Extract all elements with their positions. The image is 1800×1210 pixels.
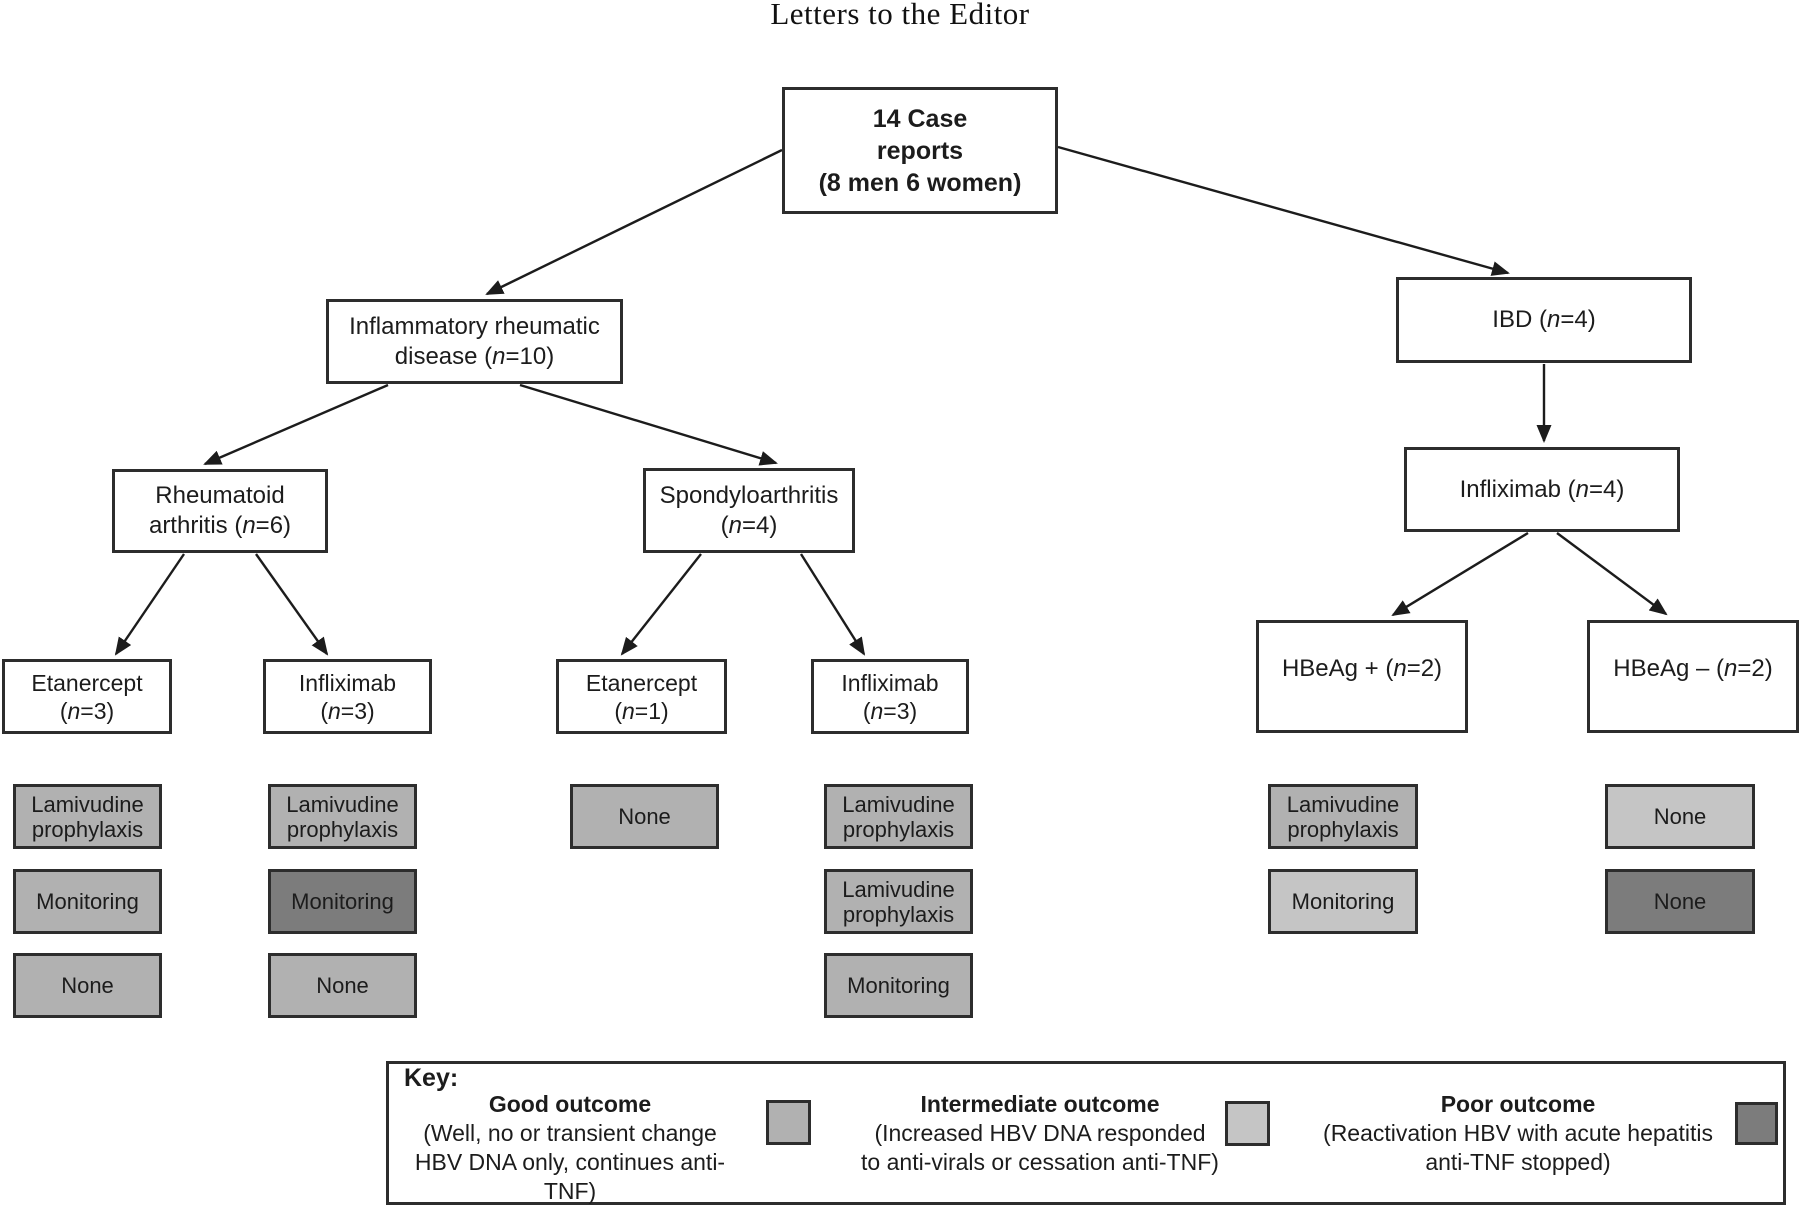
node-label-line: Infliximab: [298, 669, 397, 696]
node-infliximab-ra: Infliximab (n=3): [263, 659, 432, 734]
arrow-spa-to-infliximab: [799, 553, 866, 656]
outcome-box: None: [570, 784, 719, 849]
node-label-line: HBeAg – (n=2): [1613, 654, 1773, 682]
arrow-spa-to-etanercept: [620, 553, 702, 656]
node-rheumatoid-arthritis: Rheumatoid arthritis (n=6): [112, 469, 328, 553]
key-line: (Reactivation HBV with acute hepatitis: [1323, 1120, 1713, 1146]
key-heading-poor: Poor outcome: [1440, 1091, 1596, 1117]
node-label-line: (n=3): [59, 697, 115, 724]
node-label-line: Etanercept: [31, 669, 143, 696]
outcome-box: Monitoring: [824, 953, 973, 1018]
node-label-line: Spondyloarthritis: [659, 481, 839, 509]
key-heading-intermediate: Intermediate outcome: [920, 1091, 1160, 1117]
node-label-line: (n=3): [320, 697, 375, 724]
page-title: Letters to the Editor: [770, 0, 1030, 31]
node-label-line: (n=4): [720, 511, 778, 539]
node-label-line: arthritis (n=6): [148, 512, 292, 539]
arrow-inflammatory-to-spa: [519, 383, 778, 466]
node-label-line: Infliximab (n=4): [1459, 475, 1625, 503]
outcome-box: Lamivudine prophylaxis: [13, 784, 162, 849]
arrow-infliximab-to-hbeag-pos: [1391, 531, 1529, 617]
key-swatch-good: [766, 1100, 811, 1145]
key-swatch-intermediate: [1225, 1101, 1270, 1146]
node-label-line: Rheumatoid: [155, 482, 285, 509]
node-label-line: 14 Case: [872, 104, 968, 133]
node-label-line: Inflammatory rheumatic: [349, 312, 600, 340]
node-infliximab-ibd: Infliximab (n=4): [1404, 447, 1680, 532]
node-spondyloarthritis: Spondyloarthritis (n=4): [643, 468, 855, 553]
key-entry-poor: Poor outcome (Reactivation HBV with acut…: [1323, 1090, 1713, 1177]
node-label-line: (8 men 6 women): [818, 168, 1022, 197]
outcome-box: Monitoring: [13, 869, 162, 934]
outcome-box: None: [268, 953, 417, 1018]
outcome-box: Monitoring: [1268, 869, 1418, 934]
arrow-ra-to-infliximab: [255, 553, 329, 656]
key-line: HBV DNA only, continues anti-TNF): [414, 1149, 726, 1204]
node-label-line: Etanercept: [585, 669, 698, 696]
key-heading-good: Good outcome: [488, 1091, 652, 1117]
node-label-line: HBeAg + (n=2): [1281, 654, 1443, 682]
arrow-inflammatory-to-ra: [203, 383, 389, 466]
node-ibd: IBD (n=4): [1396, 277, 1692, 363]
outcome-box: Lamivudine prophylaxis: [824, 869, 973, 934]
key-entry-good: Good outcome (Well, no or transient chan…: [390, 1090, 750, 1206]
outcome-box: None: [13, 953, 162, 1018]
arrow-ra-to-etanercept: [114, 553, 185, 656]
node-etanercept-spa: Etanercept (n=1): [556, 659, 727, 734]
node-label-line: (n=1): [614, 697, 669, 724]
arrow-infliximab-to-hbeag-neg: [1556, 532, 1668, 616]
outcome-box: Lamivudine prophylaxis: [268, 784, 417, 849]
key-line: (Well, no or transient change: [423, 1120, 717, 1146]
key-box: [386, 1061, 1786, 1205]
node-label-line: Infliximab: [841, 669, 939, 696]
key-line: to anti-virals or cessation anti-TNF): [861, 1149, 1219, 1175]
node-label-line: disease (n=10): [394, 342, 555, 370]
node-hbeag-positive: HBeAg + (n=2): [1256, 620, 1468, 733]
outcome-box: None: [1605, 784, 1755, 849]
arrow-root-to-inflammatory: [485, 148, 783, 296]
node-inflammatory-rheumatic: Inflammatory rheumatic disease (n=10): [326, 299, 623, 384]
key-title: Key:: [404, 1064, 459, 1092]
key-line: (Increased HBV DNA responded: [874, 1120, 1206, 1146]
key-swatch-poor: [1735, 1102, 1778, 1145]
outcome-box: Monitoring: [268, 869, 417, 934]
key-entry-intermediate: Intermediate outcome (Increased HBV DNA …: [858, 1090, 1222, 1177]
node-infliximab-spa: Infliximab (n=3): [811, 659, 969, 734]
key-line: anti-TNF stopped): [1425, 1149, 1611, 1175]
arrow-root-to-ibd: [1057, 145, 1510, 276]
node-label-line: reports: [876, 136, 964, 165]
outcome-box: Lamivudine prophylaxis: [1268, 784, 1418, 849]
node-etanercept-ra: Etanercept (n=3): [2, 659, 172, 734]
outcome-box: None: [1605, 869, 1755, 934]
node-case-reports: 14 Case reports (8 men 6 women): [782, 87, 1058, 214]
node-label-line: IBD (n=4): [1492, 306, 1596, 333]
node-hbeag-negative: HBeAg – (n=2): [1587, 620, 1799, 733]
outcome-box: Lamivudine prophylaxis: [824, 784, 973, 849]
node-label-line: (n=3): [862, 697, 918, 724]
